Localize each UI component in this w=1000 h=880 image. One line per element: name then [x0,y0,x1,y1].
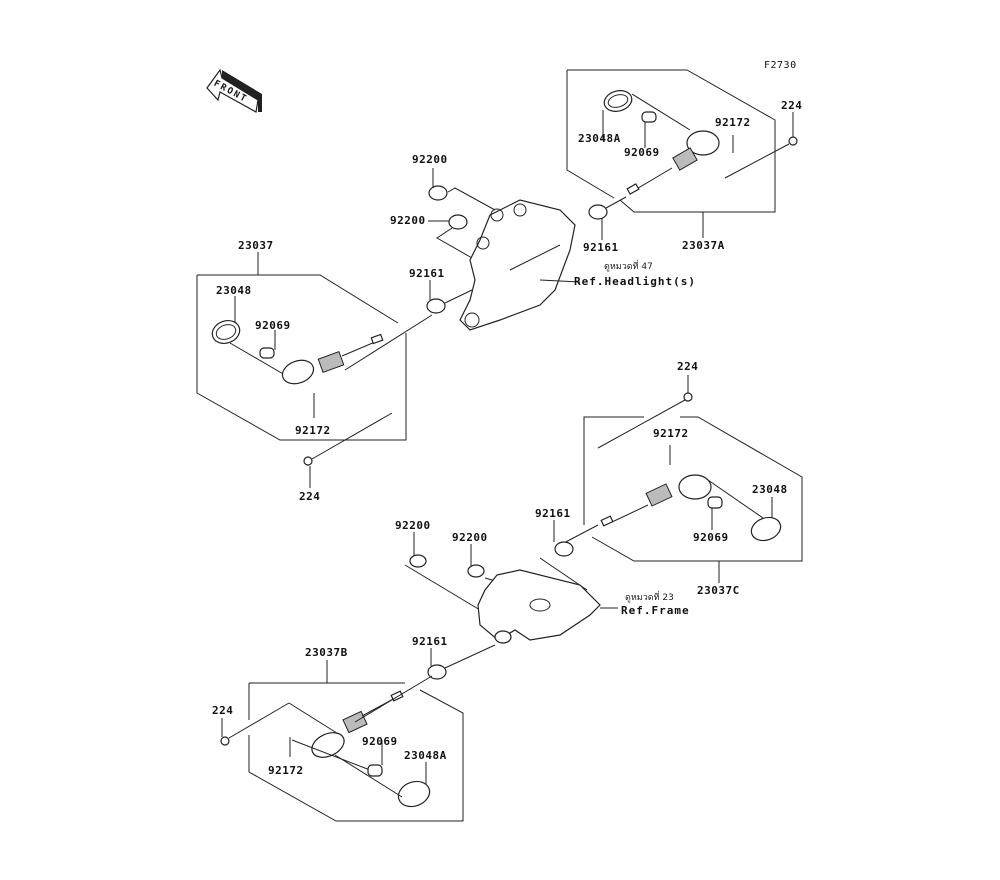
bulb-icon [707,496,723,509]
bulb-icon [641,111,657,123]
part-label-92161[interactable]: 92161 [409,267,445,280]
part-label-92172[interactable]: 92172 [653,427,689,440]
headlight-bracket-icon [459,199,576,331]
bulb-icon [259,347,275,359]
part-label-92069[interactable]: 92069 [255,319,291,332]
part-label-92161[interactable]: 92161 [412,635,448,648]
part-label-23048[interactable]: 23048 [752,483,788,496]
assembly-23037B-group [220,660,464,822]
part-label-92200[interactable]: 92200 [395,519,431,532]
part-label-23048[interactable]: 23048 [216,284,252,297]
part-label-224[interactable]: 224 [212,704,234,717]
ref-frame-thai: ดูหมวดที่ 23 [625,593,674,603]
ref-headlight-thai: ดูหมวดที่ 47 [604,262,653,272]
turn-signal-housing-icon [311,732,345,758]
part-label-92200[interactable]: 92200 [412,153,448,166]
part-label-224[interactable]: 224 [299,490,321,503]
lens-icon [397,780,431,808]
bolt-icon [788,136,798,146]
assembly-23037C-group [559,375,803,583]
part-label-92200[interactable]: 92200 [452,531,488,544]
figure-code: F2730 [764,60,797,71]
lens-icon [750,516,782,542]
part-label-23037[interactable]: 23037 [238,239,274,252]
bulb-icon [367,764,383,777]
part-label-23037C[interactable]: 23037C [697,584,740,597]
turn-signal-housing-icon [281,359,315,385]
part-label-92069[interactable]: 92069 [624,146,660,159]
bolt-icon [683,392,693,402]
part-label-92172[interactable]: 92172 [295,424,331,437]
part-label-92172[interactable]: 92172 [268,764,304,777]
ref-frame-link[interactable]: Ref.Frame [621,604,690,617]
part-label-92172[interactable]: 92172 [715,116,751,129]
front-bracket-group [426,168,581,331]
part-label-224[interactable]: 224 [781,99,803,112]
part-label-92200[interactable]: 92200 [390,214,426,227]
assembly-23037A-group [566,69,798,240]
part-label-92161[interactable]: 92161 [535,507,571,520]
part-label-92069[interactable]: 92069 [693,531,729,544]
part-label-224[interactable]: 224 [677,360,699,373]
rear-bracket-group [404,520,618,680]
part-label-92069[interactable]: 92069 [362,735,398,748]
part-label-23037A[interactable]: 23037A [682,239,725,252]
assembly-23037-group [196,252,433,488]
bolt-icon [303,456,313,466]
ref-headlight-link[interactable]: Ref.Headlight(s) [574,275,696,288]
rear-frame-icon [477,569,601,641]
part-label-92161[interactable]: 92161 [583,241,619,254]
part-label-23048A[interactable]: 23048A [578,132,621,145]
lens-icon [603,90,633,112]
part-label-23048A[interactable]: 23048A [404,749,447,762]
part-label-23037B[interactable]: 23037B [305,646,348,659]
lens-icon [211,320,241,344]
front-arrow-icon [206,68,262,113]
turn-signal-housing-icon [678,474,712,500]
grommet-icon [588,204,608,220]
bolt-icon [220,736,230,746]
turn-signal-housing-icon [686,130,720,156]
